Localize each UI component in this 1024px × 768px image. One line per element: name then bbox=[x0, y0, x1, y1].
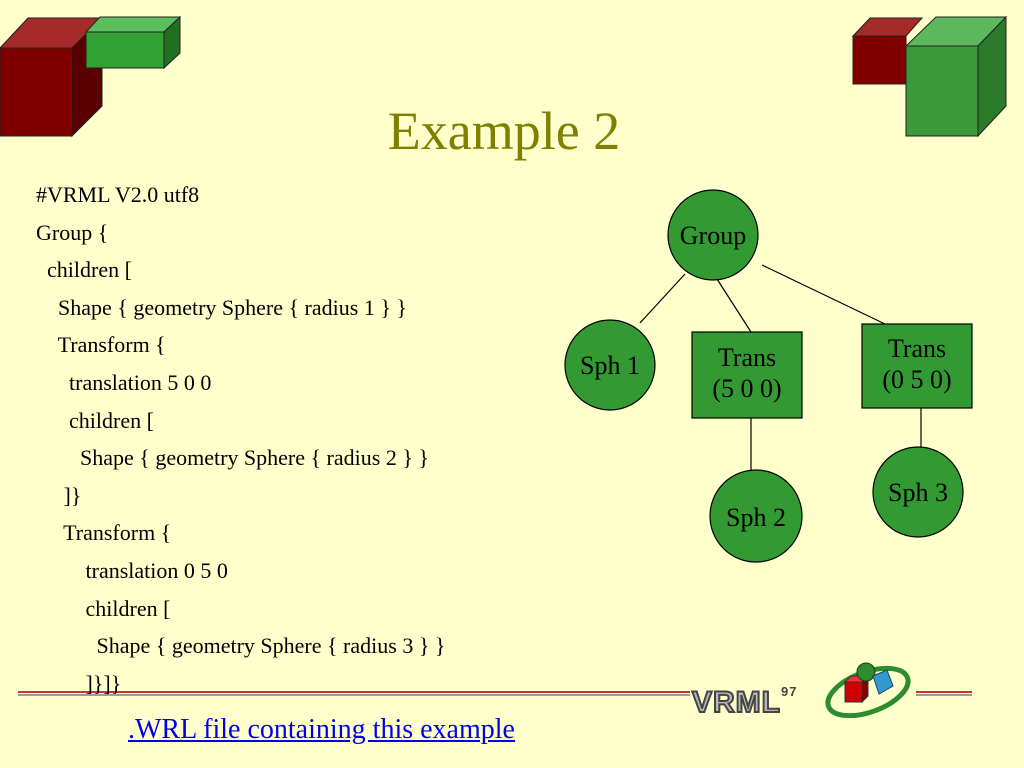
node-trans1 bbox=[691, 331, 803, 419]
node-group bbox=[667, 189, 759, 281]
code-line: Shape { geometry Sphere { radius 2 } } bbox=[36, 445, 429, 471]
edge-group-trans2 bbox=[761, 264, 886, 325]
node-sph2 bbox=[709, 469, 803, 563]
code-line: Shape { geometry Sphere { radius 1 } } bbox=[36, 294, 407, 320]
code-line: ]}]} bbox=[36, 670, 122, 696]
cube-top-right-red-icon bbox=[851, 17, 924, 85]
code-line: Shape { geometry Sphere { radius 3 } } bbox=[36, 633, 446, 659]
edge-group-trans1 bbox=[716, 278, 752, 333]
slide-title: Example 2 bbox=[387, 101, 621, 161]
tree-edges bbox=[639, 264, 922, 470]
edge-group-sph1 bbox=[639, 273, 686, 324]
code-line: ]} bbox=[36, 482, 82, 508]
code-line: translation 5 0 0 bbox=[36, 369, 212, 395]
wrl-file-link[interactable]: .WRL file containing this example bbox=[128, 714, 515, 745]
node-sph2-label: Sph 2 bbox=[726, 503, 786, 532]
vrml-logo-emblem-icon bbox=[825, 662, 911, 719]
vrml97-logo: VRML97 bbox=[691, 674, 798, 721]
node-group-label: Group bbox=[679, 221, 747, 250]
node-trans2 bbox=[861, 323, 973, 409]
code-line: translation 0 5 0 bbox=[36, 557, 228, 583]
node-sph1 bbox=[564, 319, 656, 411]
code-line: Transform { bbox=[36, 520, 172, 546]
node-sph3-label: Sph 3 bbox=[888, 478, 948, 507]
code-line: children [ bbox=[36, 407, 154, 433]
bottom-rule bbox=[18, 691, 972, 696]
node-sph3 bbox=[872, 446, 964, 538]
vrml-logo-text: VRML bbox=[691, 685, 781, 720]
code-line: children [ bbox=[36, 257, 132, 283]
code-line: children [ bbox=[36, 595, 171, 621]
node-sph1-label: Sph 1 bbox=[580, 351, 640, 380]
node-trans1-label-line2: (5 0 0) bbox=[712, 374, 782, 403]
cube-top-left-green-icon bbox=[84, 15, 182, 70]
node-trans2-label-line1: Trans bbox=[887, 334, 947, 363]
code-line: Group { bbox=[36, 219, 109, 245]
code-line: Transform { bbox=[36, 332, 166, 358]
node-trans2-label-line2: (0 5 0) bbox=[882, 365, 952, 394]
vrml-logo-version: 97 bbox=[781, 684, 798, 699]
node-trans1-label-line1: Trans bbox=[717, 343, 777, 372]
cube-top-right-green-icon bbox=[904, 15, 1008, 138]
cube-top-left-red-icon bbox=[0, 16, 104, 138]
code-line: #VRML V2.0 utf8 bbox=[36, 182, 200, 207]
